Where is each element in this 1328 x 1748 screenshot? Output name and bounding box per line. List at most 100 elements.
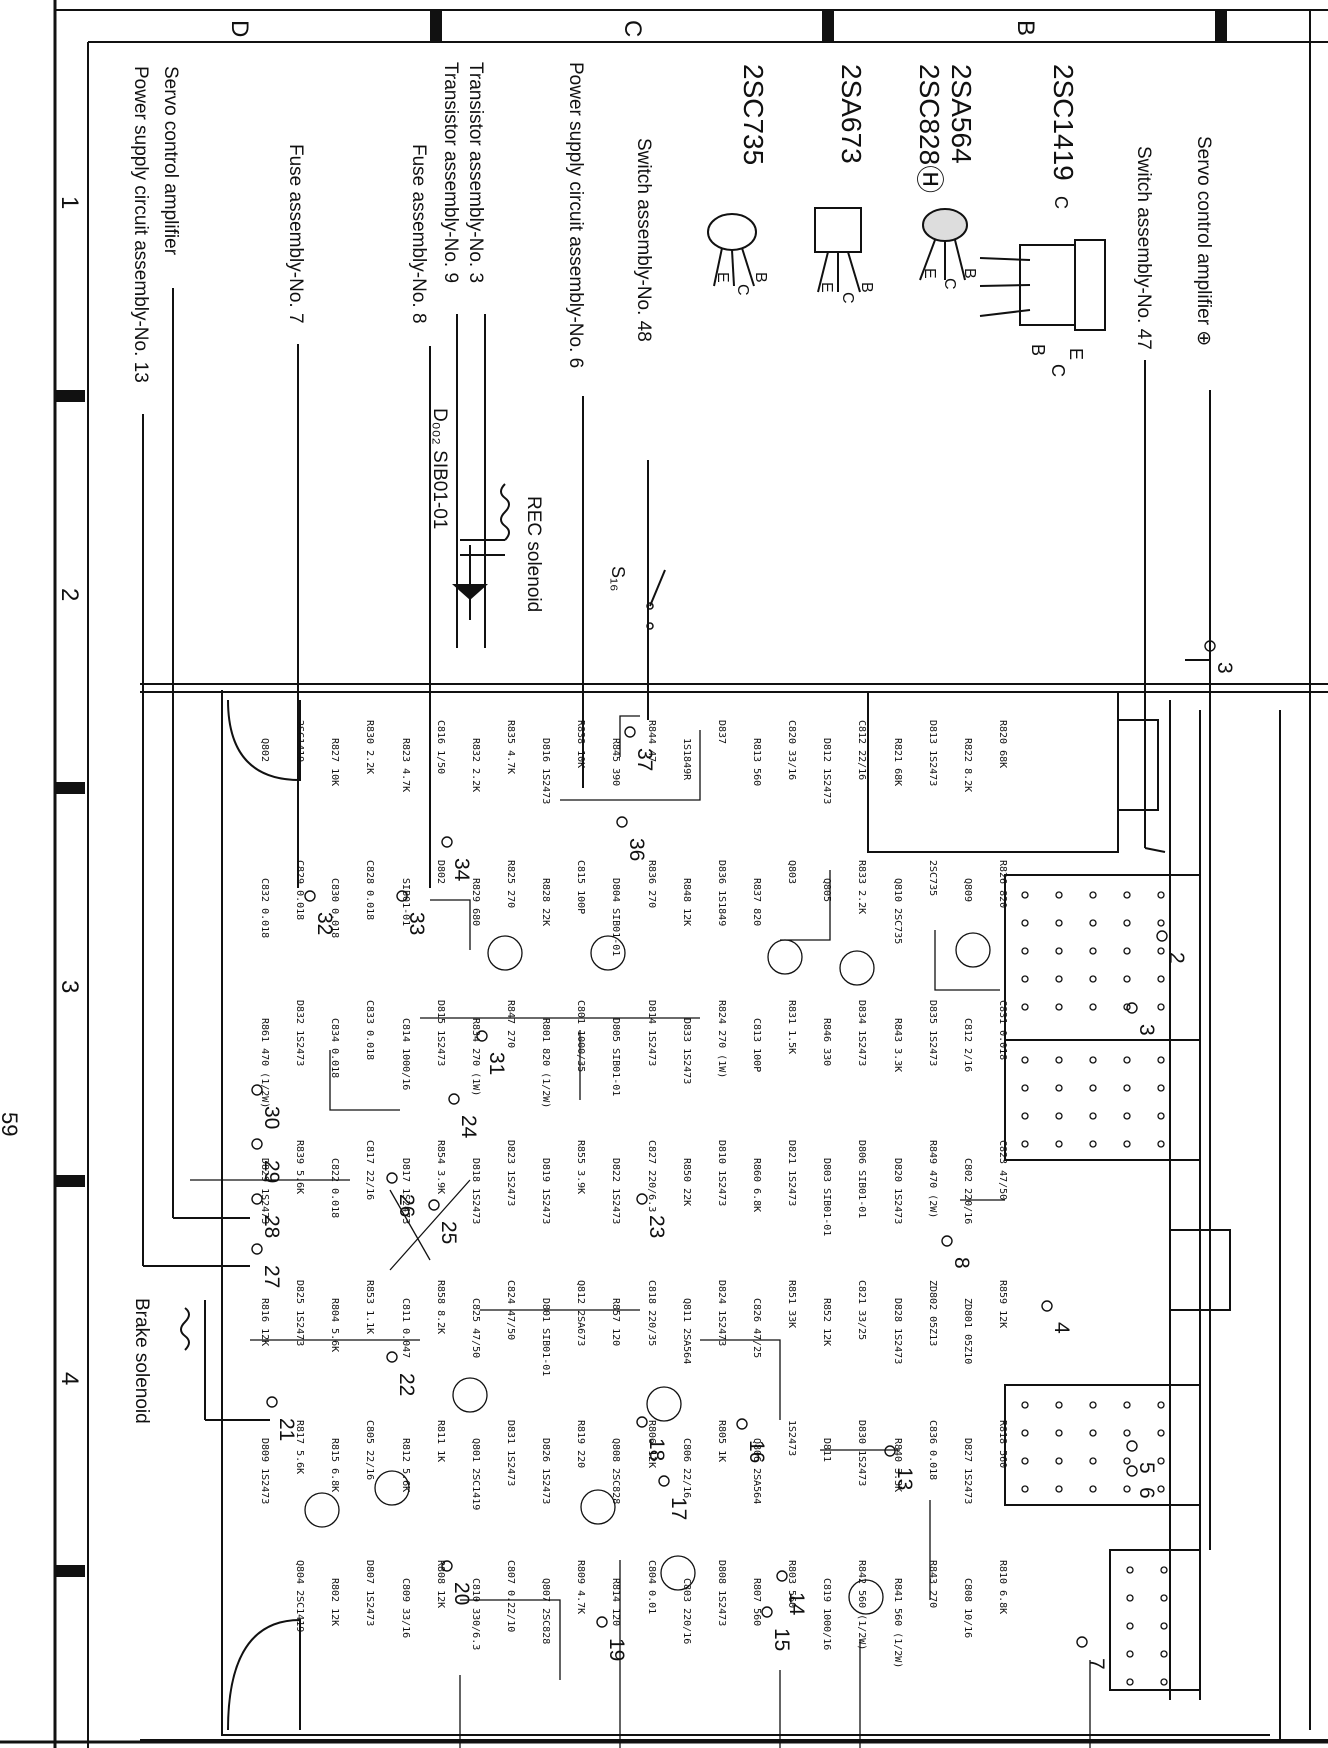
component-label: R832 2.2K bbox=[470, 738, 481, 792]
component-label: R846 330 bbox=[821, 1018, 832, 1066]
component-label: D807 1S2473 bbox=[364, 1560, 375, 1626]
terminal-20: 20 bbox=[450, 1582, 473, 1605]
component-label: C816 1/50 bbox=[435, 720, 446, 774]
terminal-pad bbox=[251, 1138, 263, 1150]
svg-text:B: B bbox=[1028, 344, 1048, 356]
component-label: R815 6.8K bbox=[329, 1438, 340, 1492]
zone-b: B bbox=[1012, 20, 1039, 36]
component-label: D823 1S2473 bbox=[505, 1140, 516, 1206]
terminal-4: 4 bbox=[1050, 1322, 1073, 1334]
component-label: R829 680 bbox=[470, 878, 481, 926]
component-label: D826 1S2473 bbox=[540, 1438, 551, 1504]
component-label: D817 1S2473 bbox=[400, 1158, 411, 1224]
connector-pad bbox=[1021, 919, 1029, 927]
connector-pad bbox=[1055, 919, 1063, 927]
component-label: C836 0.018 bbox=[927, 1420, 938, 1480]
component-label: D832 1S2473 bbox=[294, 1000, 305, 1066]
component-label: R861 470 (1/2W) bbox=[259, 1018, 270, 1108]
component-label: R825 270 bbox=[505, 860, 516, 908]
terminal-pad bbox=[776, 1570, 788, 1582]
connector-pad bbox=[1055, 891, 1063, 899]
component-label: R845 390 bbox=[610, 738, 621, 786]
component-label: D805 SIB01-01 bbox=[610, 1018, 621, 1096]
connector-pad bbox=[1160, 1622, 1168, 1630]
terminal-pad bbox=[441, 836, 453, 848]
label-s16: S₁₆ bbox=[608, 566, 628, 591]
connector-pad bbox=[1055, 1112, 1063, 1120]
connector-pad bbox=[1089, 891, 1097, 899]
terminal-2: 2 bbox=[1165, 952, 1188, 964]
q808-symbol bbox=[580, 1489, 616, 1525]
terminal-pad bbox=[1076, 1636, 1088, 1648]
component-label: R853 1.1K bbox=[364, 1280, 375, 1334]
component-label: C805 22/16 bbox=[364, 1420, 375, 1480]
component-label: C834 0.018 bbox=[329, 1018, 340, 1078]
connector-pad bbox=[1021, 1084, 1029, 1092]
component-label: R840 3.3K bbox=[892, 1438, 903, 1492]
connector-pad bbox=[1123, 1401, 1131, 1409]
component-label: R847 270 bbox=[505, 1000, 516, 1048]
component-label: R824 270 (1W) bbox=[716, 1000, 727, 1078]
component-label: R826 820 bbox=[997, 860, 1008, 908]
component-label: C828 0.018 bbox=[364, 860, 375, 920]
connector-pad bbox=[1021, 1429, 1029, 1437]
terminal-17: 17 bbox=[667, 1497, 690, 1520]
terminal-24: 24 bbox=[457, 1115, 480, 1139]
terminal-pad bbox=[1204, 640, 1216, 652]
svg-text:E: E bbox=[1066, 348, 1086, 360]
terminal-13: 13 bbox=[893, 1467, 916, 1490]
connector-pad bbox=[1021, 1401, 1029, 1409]
transistor-type-2sc735: 2SC735 bbox=[738, 64, 769, 165]
connector-pad bbox=[1157, 1056, 1165, 1064]
component-label: SIB01-01 bbox=[400, 878, 411, 926]
connector-pad bbox=[1157, 1140, 1165, 1148]
component-label: R835 4.7K bbox=[505, 720, 516, 774]
component-label: C801 1000/35 bbox=[575, 1000, 586, 1072]
terminal-pad bbox=[616, 816, 628, 828]
connector-pad bbox=[1055, 1084, 1063, 1092]
component-label: D824 1S2473 bbox=[716, 1280, 727, 1346]
connector-pad bbox=[1055, 1485, 1063, 1493]
connector-pad bbox=[1089, 1003, 1097, 1011]
terminal-pad bbox=[736, 1418, 748, 1430]
svg-text:E: E bbox=[714, 272, 731, 283]
terminal-33: 33 bbox=[405, 912, 428, 935]
terminal-pad bbox=[941, 1235, 953, 1247]
connector-pad bbox=[1123, 1457, 1131, 1465]
component-label: R833 2.2K bbox=[856, 860, 867, 914]
zone-d: D bbox=[226, 20, 253, 37]
component-label: D808 1S2473 bbox=[716, 1560, 727, 1626]
connector-pad bbox=[1089, 1084, 1097, 1092]
component-label: C818 220/35 bbox=[646, 1280, 657, 1346]
component-label: D809 1S2473 bbox=[259, 1438, 270, 1504]
q804-symbol bbox=[848, 1579, 884, 1615]
svg-text:B: B bbox=[752, 272, 769, 283]
component-label: 1S2473 bbox=[786, 1420, 797, 1456]
connector-pad bbox=[1089, 919, 1097, 927]
component-label: R843 270 bbox=[927, 1560, 938, 1608]
terminal-pad bbox=[396, 890, 408, 902]
label-rec-solenoid: REC solenoid bbox=[523, 496, 544, 612]
component-label: C809 33/16 bbox=[400, 1578, 411, 1638]
component-label: R823 4.7K bbox=[400, 738, 411, 792]
component-label: R802 12K bbox=[329, 1578, 340, 1626]
component-label: C811 0.047 bbox=[400, 1298, 411, 1358]
component-label: R855 3.9K bbox=[575, 1140, 586, 1194]
component-label: R858 8.2K bbox=[435, 1280, 446, 1334]
terminal-8: 8 bbox=[950, 1257, 973, 1269]
component-label: R827 10K bbox=[329, 738, 340, 786]
component-label: D811 bbox=[821, 1438, 832, 1462]
q803-symbol bbox=[590, 935, 626, 971]
component-label: D801 SIB01-01 bbox=[540, 1298, 551, 1376]
connector-pad bbox=[1160, 1650, 1168, 1658]
component-label: C827 220/6.3 bbox=[646, 1140, 657, 1212]
component-label: ZD801 05Z10 bbox=[962, 1298, 973, 1364]
component-label: C832 0.018 bbox=[259, 878, 270, 938]
terminal-pad bbox=[448, 1093, 460, 1105]
component-label: D818 1S2473 bbox=[470, 1158, 481, 1224]
component-label: R830 2.2K bbox=[364, 720, 375, 774]
component-label: C804 0.01 bbox=[646, 1560, 657, 1614]
svg-text:B: B bbox=[961, 268, 978, 279]
label-fuse-7: Fuse assembly-No. 7 bbox=[285, 144, 306, 324]
connector-pad bbox=[1157, 1401, 1165, 1409]
